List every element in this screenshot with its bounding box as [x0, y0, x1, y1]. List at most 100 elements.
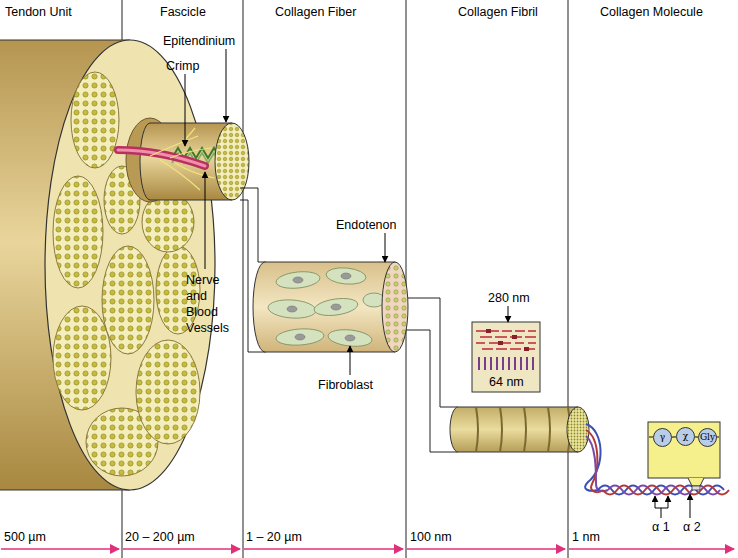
band	[500, 407, 502, 452]
column-heading: Fascicle	[160, 5, 206, 20]
callout-arrows	[185, 49, 690, 518]
collagen-molecule-drawing	[585, 422, 729, 495]
column-separators	[122, 0, 568, 558]
bar	[508, 357, 510, 370]
callout-arrow	[668, 496, 669, 508]
row-line	[480, 336, 536, 337]
bundle	[53, 306, 111, 410]
fascicle-drawing	[118, 123, 249, 200]
scale-arrow	[1, 548, 119, 550]
scale-column: Collagen Fiber 1 – 20 µm	[243, 0, 406, 558]
scale-value: 20 – 200 µm	[125, 530, 195, 545]
scale-arrow	[407, 548, 565, 550]
callout-label: Fibroblast	[318, 377, 373, 393]
callout-label: 64 nm	[489, 374, 524, 390]
collagen-fiber-drawing	[253, 262, 408, 352]
row-block	[498, 341, 503, 345]
fiber-face	[382, 262, 408, 352]
row-block	[512, 335, 517, 339]
tendon-edge	[0, 40, 130, 41]
scale-column: Tendon Unit500 µm	[0, 0, 122, 558]
callout-label: α 1	[652, 519, 670, 535]
callout-arrow	[185, 74, 186, 146]
bar	[490, 357, 492, 370]
nerve-line	[175, 163, 215, 178]
nucleus	[345, 335, 355, 341]
callout-label: α 2	[683, 519, 701, 535]
callout-label: 280 nm	[488, 290, 530, 306]
fibroblast-cell	[313, 296, 359, 318]
leader-line	[404, 298, 458, 407]
fiber-body	[253, 262, 395, 352]
residue-symbol: Gly	[700, 433, 715, 442]
bundle	[102, 246, 154, 354]
residue-circle: χ	[676, 427, 695, 446]
fibroblast-nuclei	[287, 273, 355, 341]
scale-arrow	[123, 548, 240, 550]
column-heading: Collagen Fiber	[275, 5, 356, 20]
callout-arrow	[655, 496, 656, 508]
column-heading: Collagen Fibril	[458, 5, 538, 20]
tendon-face	[45, 40, 215, 490]
band	[524, 407, 526, 452]
bar	[484, 357, 486, 370]
callout-arrow	[350, 346, 351, 375]
band	[548, 407, 550, 452]
residue-inset	[648, 422, 720, 478]
nucleus	[295, 334, 305, 340]
helix-strand	[603, 486, 729, 495]
residue-symbol: χ	[683, 432, 688, 441]
strand-lead	[586, 436, 608, 491]
nerve-line	[170, 148, 212, 158]
fibroblast-cell	[275, 270, 320, 291]
callout-arrow	[226, 49, 227, 122]
callout-arrow	[690, 494, 691, 518]
scale-value: 100 nm	[410, 530, 452, 545]
nucleus	[293, 277, 303, 283]
blood-vessel	[118, 150, 205, 166]
fibril-bands	[476, 407, 570, 452]
alpha-bracket	[655, 508, 668, 518]
scale-value: 1 nm	[572, 530, 600, 545]
callout-arrow	[385, 233, 386, 262]
zoom-leader-lines	[240, 188, 458, 452]
blood-vessel	[118, 150, 205, 166]
scale-arrows	[1, 548, 734, 550]
residue-circle: Gly	[698, 428, 717, 447]
chain-bond	[672, 436, 676, 437]
nerve-line	[185, 128, 195, 140]
separator-line	[243, 0, 244, 558]
bar	[532, 357, 534, 370]
callout-label: Epitendinium	[163, 33, 235, 49]
nucleus	[287, 306, 297, 312]
callout-label: Nerve and Blood Vessels	[186, 272, 238, 336]
nucleus	[341, 273, 351, 279]
fibroblast-cell	[327, 328, 372, 349]
bar	[502, 357, 504, 370]
nucleus	[331, 304, 341, 310]
scale-value: 500 µm	[4, 530, 46, 545]
fibril-face	[567, 407, 589, 452]
row-block	[486, 329, 491, 333]
tendon-edge	[0, 490, 130, 491]
callout-label: Crimp	[166, 58, 199, 74]
nerve-line	[150, 136, 198, 156]
fibroblast-cell	[276, 327, 325, 346]
bar	[496, 357, 498, 370]
banding-inset	[472, 322, 540, 392]
separator-line	[568, 0, 569, 558]
zoom-marker	[692, 486, 700, 490]
bar	[478, 357, 480, 370]
bar	[514, 357, 516, 370]
chain-bond	[695, 436, 698, 437]
band	[476, 407, 478, 452]
bundle	[136, 340, 200, 444]
scale-value: 1 – 20 µm	[246, 530, 302, 545]
helix-strand	[608, 486, 720, 495]
callout-arrow	[205, 172, 206, 269]
row-line	[476, 330, 536, 331]
